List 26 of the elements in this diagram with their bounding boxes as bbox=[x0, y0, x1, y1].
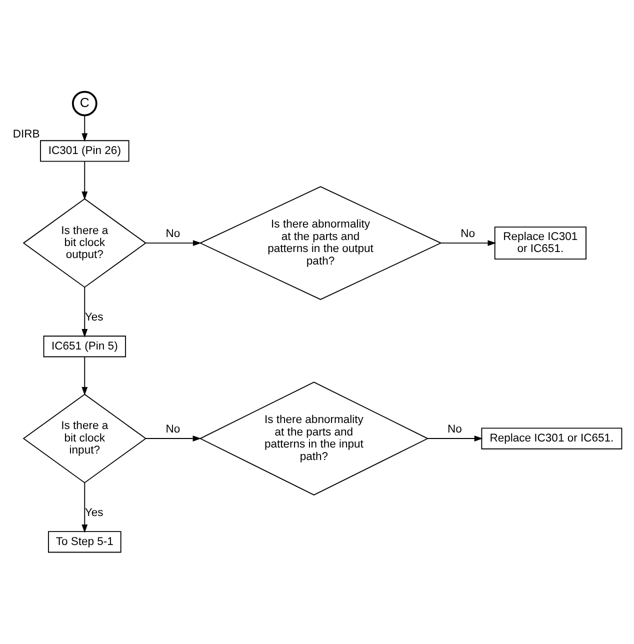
node-diamond: Is there a bit clock output? bbox=[22, 198, 147, 288]
node-box: IC651 (Pin 5) bbox=[43, 336, 126, 358]
node-diamond: Is there a bit clock input? bbox=[22, 394, 147, 484]
node-diamond: Is there abnormality at the parts and patterns in the input path? bbox=[199, 382, 429, 496]
edge-label: No bbox=[447, 424, 462, 436]
edge-label: No bbox=[166, 424, 180, 436]
arrow bbox=[82, 115, 88, 142]
node-box: Replace IC301 or IC651. bbox=[494, 226, 586, 260]
edge-label: No bbox=[460, 228, 476, 240]
arrow bbox=[82, 482, 88, 533]
edge-label: Yes bbox=[84, 312, 104, 324]
arrow bbox=[146, 240, 202, 246]
node-diamond: Is there abnormality at the parts and patterns in the output path? bbox=[199, 186, 442, 300]
node-box: Replace IC301 or IC651. bbox=[481, 428, 622, 450]
arrow bbox=[82, 286, 88, 338]
node-box: IC301 (Pin 26) bbox=[40, 140, 130, 162]
edge-label: Yes bbox=[84, 507, 104, 520]
node-circle: C bbox=[72, 90, 98, 116]
node-label: DIRB bbox=[12, 128, 40, 140]
arrow bbox=[440, 240, 496, 246]
arrow bbox=[427, 436, 483, 442]
node-box: To Step 5-1 bbox=[48, 531, 122, 553]
edge-label: No bbox=[166, 228, 180, 240]
arrow bbox=[145, 436, 202, 442]
arrow bbox=[82, 356, 88, 396]
arrow bbox=[82, 161, 88, 200]
